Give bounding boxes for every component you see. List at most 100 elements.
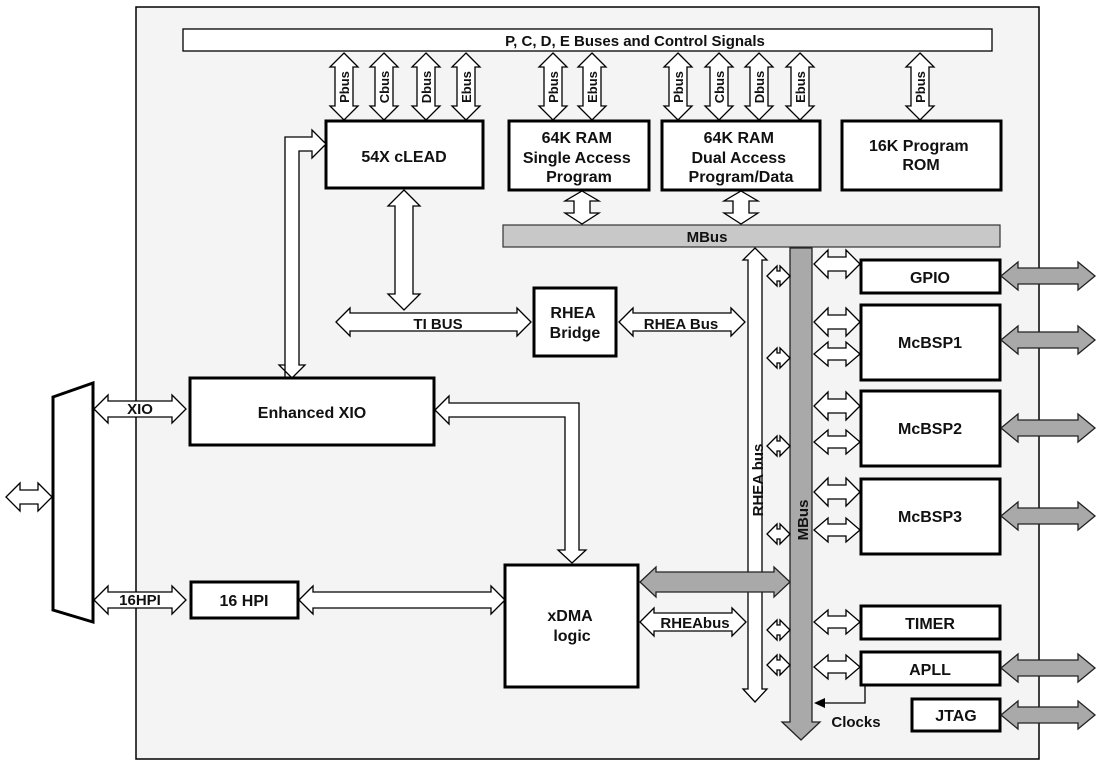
ram-single-pbus-arrow — [537, 52, 569, 121]
mcbsp1-block — [859, 303, 1002, 382]
external-mux — [51, 380, 95, 625]
ram-single-line-2: Single Access — [523, 150, 631, 167]
xio-link-arrow — [93, 393, 187, 425]
ram-dual-line-1: 64K RAM — [704, 130, 774, 147]
enhanced-xio-label: Enhanced XIO — [258, 405, 366, 422]
xdma-mbus-arrow — [639, 565, 791, 599]
ram-dual-dbus-label: Dbus — [752, 71, 767, 104]
clocks-line — [824, 686, 866, 704]
timer-label: TIMER — [905, 616, 955, 633]
clead-pbus-arrow — [328, 52, 360, 121]
rom-line-2: ROM — [902, 157, 939, 174]
clead-cbus-arrow — [368, 52, 400, 121]
xdma-line-2: logic — [553, 628, 590, 645]
gpio-label: GPIO — [910, 270, 950, 287]
clocks-label: Clocks — [831, 714, 880, 731]
rom-line-1: 16K Program — [869, 138, 969, 155]
mcbsp3-label: McBSP3 — [898, 509, 962, 526]
xio-to-clead-arrow — [277, 128, 327, 379]
peripheral-connections — [766, 248, 861, 681]
ram-dual-line-2: Dual Access — [691, 150, 786, 167]
clead-ebus-arrow — [450, 52, 482, 121]
clead-ebus-label: Ebus — [459, 71, 474, 103]
mcbsp1-rhea-link — [766, 346, 791, 370]
ram-dual-cbus-arrow — [703, 52, 735, 121]
gpio-external-arrow — [999, 260, 1097, 292]
mcbsp3-block — [859, 477, 1002, 556]
ram-dual-bus-arrows: Pbus Cbus Dbus Ebus — [662, 52, 816, 121]
xdma-rheabus-arrow — [639, 606, 747, 638]
ram-single-bus-arrows: Pbus Ebus — [537, 52, 608, 121]
ram-single-ebus-arrow — [576, 52, 608, 121]
xio-to-xdma-arrow — [434, 394, 588, 564]
ram-single-ebus-label: Ebus — [585, 71, 600, 103]
apll-external-arrow — [999, 652, 1097, 684]
ram-single-pbus-label: Pbus — [546, 71, 561, 103]
external-io-arrows — [999, 260, 1097, 731]
mcbsp1-label: McBSP1 — [898, 335, 962, 352]
ram-dual-block — [660, 119, 822, 192]
apll-rhea-link — [766, 653, 791, 677]
ram-single-line-1: 64K RAM — [542, 130, 612, 147]
clead-dbus-arrow — [410, 52, 442, 121]
clead-cbus-label: Cbus — [377, 71, 392, 104]
rom-pbus-arrow — [904, 52, 936, 121]
rhea-bridge-line-2: Bridge — [550, 325, 601, 342]
clead-bus-arrows: Pbus Cbus Dbus Ebus — [328, 52, 482, 121]
rhea-bridge-block — [532, 286, 618, 358]
rhea-bridge-line-1: RHEA — [550, 305, 596, 322]
top-bus-label: P, C, D, E Buses and Control Signals — [505, 33, 765, 50]
timer-block — [859, 604, 1002, 641]
rhea-bus-label: RHEA Bus — [644, 316, 718, 333]
xdma-rheabus-label: RHEAbus — [660, 615, 729, 632]
rhea-bus-vertical-label: RHEA bus — [750, 444, 767, 517]
mcbsp2-rhea-link — [766, 434, 791, 458]
clead-label: 54X cLEAD — [361, 149, 446, 166]
xdma-label: xDMA logic — [547, 608, 596, 645]
ram-dual-pbus-arrow — [662, 52, 694, 121]
mcbsp2-external-arrow — [999, 412, 1097, 444]
ram-single-line-3: Program — [546, 169, 612, 186]
rhea-bridge-label: RHEA Bridge — [550, 305, 601, 342]
ram-dual-dbus-arrow — [743, 52, 775, 121]
mcbsp1-external-arrow — [999, 324, 1097, 356]
jtag-label: JTAG — [935, 708, 976, 725]
clead-block — [324, 119, 485, 190]
mcbsp3-rhea-link — [766, 522, 791, 546]
ram-dual-ebus-arrow — [784, 52, 816, 121]
ram-single-label: 64K RAM Single Access Program — [523, 130, 635, 186]
ram-dual-mbus-arrow — [721, 190, 761, 225]
hpi-link-arrow — [93, 584, 187, 616]
clocks-arrowhead — [814, 698, 825, 708]
rom-label: 16K Program ROM — [869, 138, 973, 174]
gpio-rhea-link — [766, 264, 791, 288]
ram-dual-ebus-label: Ebus — [793, 71, 808, 103]
mbus-vertical-label: MBus — [795, 500, 812, 541]
ti-bus-label: TI BUS — [413, 316, 462, 333]
timer-rhea-link — [766, 618, 791, 642]
hpi-link-label: 16HPI — [119, 592, 161, 609]
ram-single-block — [507, 119, 651, 192]
mcbsp2-label: McBSP2 — [898, 421, 962, 438]
enhanced-xio-block — [188, 376, 436, 447]
hpi-block — [189, 580, 300, 620]
mcbsp3-external-arrow — [999, 500, 1097, 532]
ram-dual-label: 64K RAM Dual Access Program/Data — [689, 130, 794, 186]
rom-pbus-label: Pbus — [913, 71, 928, 103]
rom-bus-arrows: Pbus — [904, 52, 936, 121]
apll-block — [859, 650, 1002, 687]
mbus-vertical — [780, 247, 822, 741]
rom-block — [840, 119, 1003, 192]
hpi-label: 16 HPI — [220, 593, 269, 610]
clead-dbus-label: Dbus — [419, 71, 434, 104]
mbus-bar — [502, 224, 1001, 248]
xio-link-label: XIO — [127, 401, 153, 418]
mcbsp2-block — [859, 389, 1002, 468]
apll-label: APLL — [909, 662, 951, 679]
ram-dual-pbus-label: Pbus — [671, 71, 686, 103]
jtag-block — [910, 697, 1002, 733]
ram-dual-line-3: Program/Data — [689, 169, 794, 186]
mbus-label: MBus — [687, 229, 728, 246]
ti-bus-arrow — [335, 306, 532, 338]
